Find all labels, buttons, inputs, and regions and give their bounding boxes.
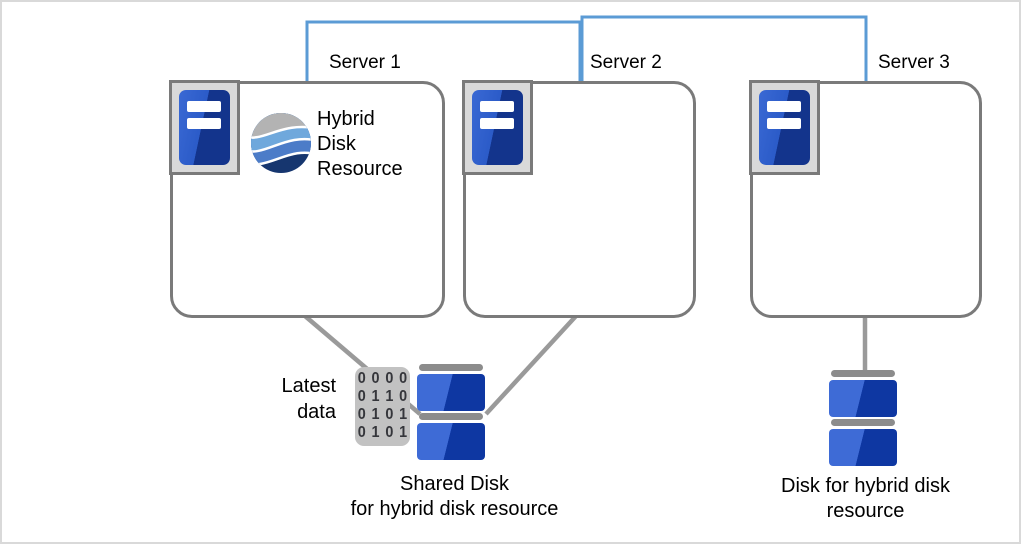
binary-row: 0 1 0 1 xyxy=(357,406,409,423)
interconnect-line-server1-server2 xyxy=(305,20,582,83)
server-icon xyxy=(169,80,240,175)
server2-box xyxy=(463,81,696,318)
connector-server2-to-shared-disk xyxy=(484,314,578,416)
shared-disk-caption-line: Shared Disk xyxy=(400,473,509,495)
server-tower-slot-icon xyxy=(187,118,221,129)
hybrid-disk-resource-icon xyxy=(251,113,311,173)
server-tower-slot-icon xyxy=(767,101,801,112)
disk-platter xyxy=(829,429,897,466)
latest-data-label-line: data xyxy=(297,401,336,423)
latest-data-label: Latest data xyxy=(230,373,336,425)
server-tower-slot-icon xyxy=(767,118,801,129)
disk-platter xyxy=(417,423,485,460)
binary-row: 0 0 0 0 xyxy=(357,370,409,387)
disk-cap xyxy=(831,419,895,426)
server-tower-icon xyxy=(472,90,523,165)
server3-label: Server 3 xyxy=(878,52,950,73)
server-tower-icon xyxy=(179,90,230,165)
server-icon xyxy=(462,80,533,175)
binary-data-icon: 0 0 0 0 0 1 1 0 0 1 0 1 0 1 0 1 xyxy=(355,367,410,446)
hybrid-disk-resource-label-line: Disk xyxy=(317,133,356,155)
server-icon xyxy=(749,80,820,175)
disk-platter xyxy=(417,374,485,411)
latest-data-label-line: Latest xyxy=(281,375,336,397)
server-tower-slot-icon xyxy=(480,118,514,129)
hybrid-disk-caption: Disk for hybrid disk resource xyxy=(743,474,988,524)
hybrid-disk-resource-label-line: Resource xyxy=(317,158,403,180)
disk-cap xyxy=(419,413,483,420)
server1-label: Server 1 xyxy=(329,52,401,73)
binary-row: 0 1 1 0 xyxy=(357,388,409,405)
disk-cap xyxy=(831,370,895,377)
shared-disk-caption-line: for hybrid disk resource xyxy=(350,498,559,520)
shared-disk-icon xyxy=(417,364,485,460)
hybrid-disk-icon xyxy=(829,370,897,466)
disk-platter xyxy=(829,380,897,417)
binary-row: 0 1 0 1 xyxy=(357,424,409,441)
shared-disk-caption: Shared Disk for hybrid disk resource xyxy=(327,472,582,522)
hybrid-disk-caption-line: Disk for hybrid disk xyxy=(781,475,950,497)
server-tower-icon xyxy=(759,90,810,165)
hybrid-disk-resource-label-line: Hybrid xyxy=(317,108,375,130)
server2-label: Server 2 xyxy=(590,52,662,73)
interconnect-line-server2-server3 xyxy=(580,15,868,83)
hybrid-disk-resource-label: Hybrid Disk Resource xyxy=(317,107,403,182)
server-tower-slot-icon xyxy=(187,101,221,112)
disk-cap xyxy=(419,364,483,371)
hybrid-disk-caption-line: resource xyxy=(826,500,905,522)
server-tower-slot-icon xyxy=(480,101,514,112)
